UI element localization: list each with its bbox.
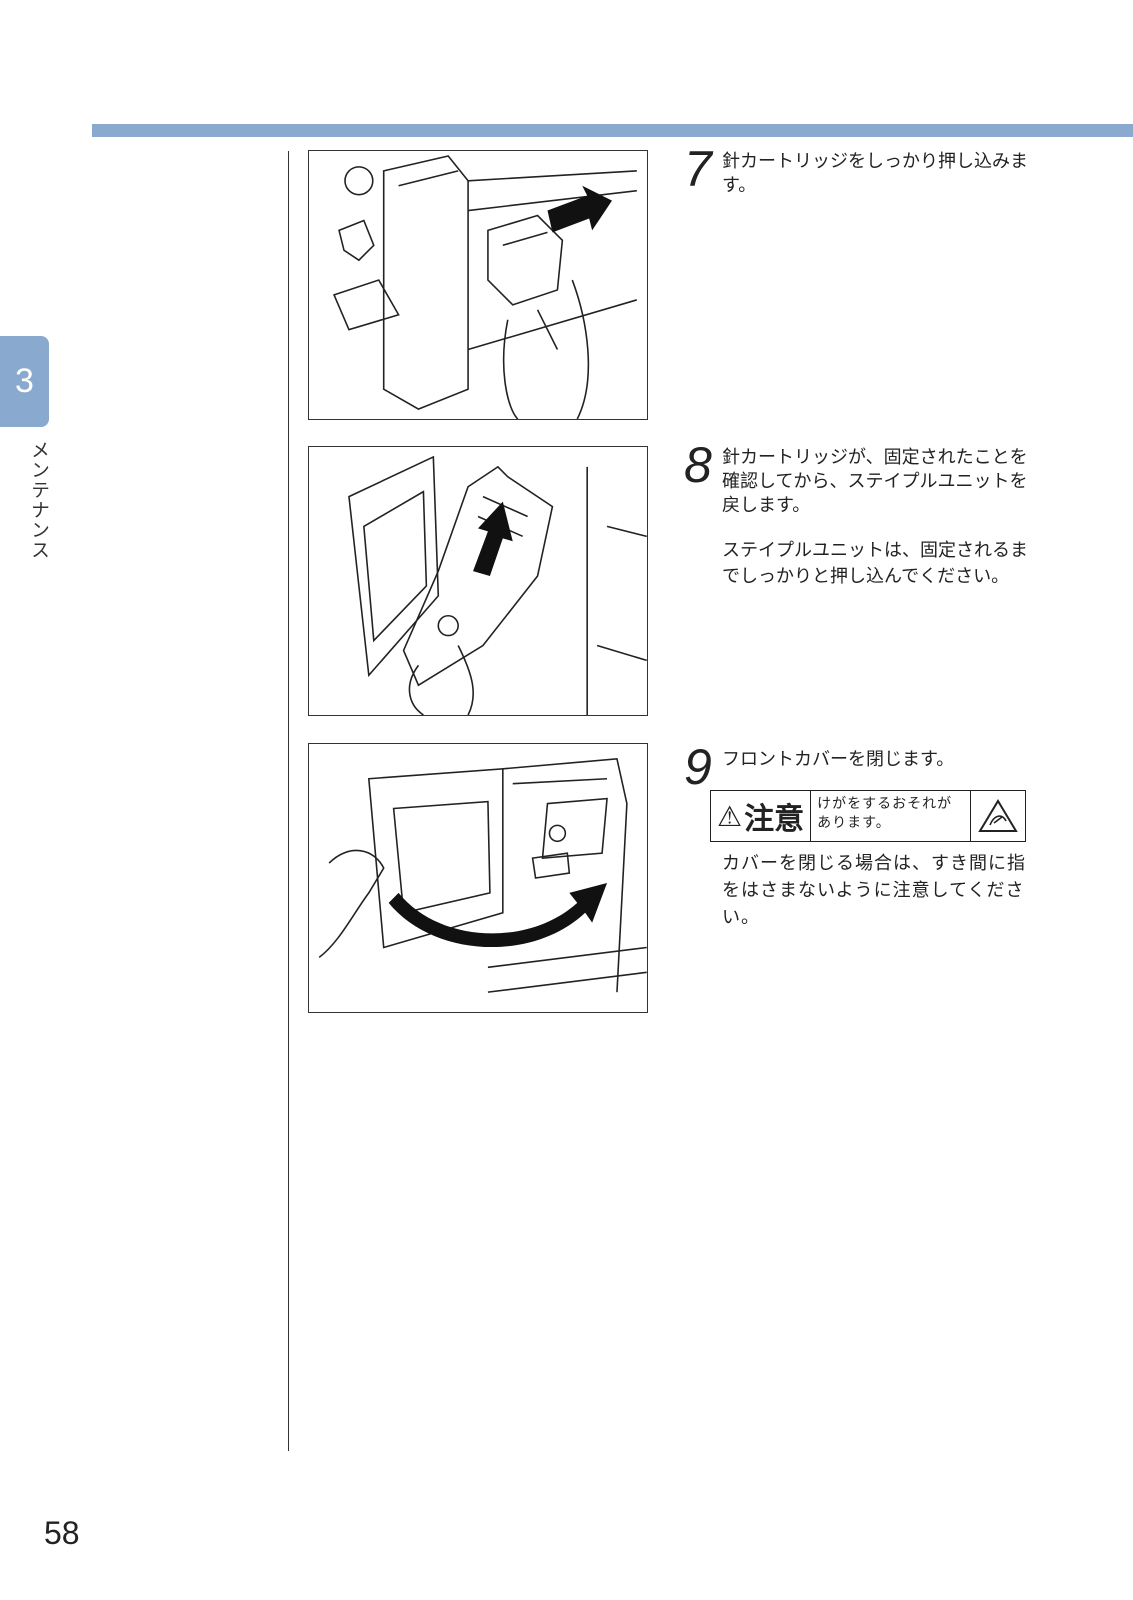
step-instruction: 針カートリッジをしっかり押し込みます。 [722,151,1028,196]
step-number: 9 [684,739,712,795]
warning-triangle-icon: ⚠ [717,799,743,833]
chapter-tab: 3 [0,336,49,427]
figure-return-unit [308,446,648,716]
figure-push-cartridge [308,150,648,420]
step-note: ステイプルユニットは、固定されるまでしっかりと押し込んでください。 [722,540,1028,587]
step-7: 7 針カートリッジをしっかり押し込みます。 [684,144,1034,198]
caution-label: ⚠ 注意 [711,791,812,841]
caution-label-text: 注意 [744,802,805,837]
caution-box: ⚠ 注意 けがをするおそれがあります。 [710,790,1026,842]
step-9: 9 フロントカバーを閉じます。 ⚠ 注意 けがをするおそれがあります。 カバーを… [684,742,1034,931]
staple-unit-illustration [348,455,647,715]
cartridge-illustration [333,155,638,419]
chapter-title: メンテナンス [28,440,50,560]
page-number: 58 [44,1515,80,1551]
chapter-number: 3 [15,362,34,400]
pinch-hazard-icon [971,791,1025,841]
step-number: 7 [684,141,712,197]
header-band [92,124,1133,137]
caution-body: カバーを閉じる場合は、すき間に指をはさまないように注意してください。 [722,853,1026,928]
step-8: 8 針カートリッジが、固定されたことを確認してから、ステイプルユニットを戻します… [684,440,1034,590]
column-divider [288,151,289,1451]
step-instruction: 針カートリッジが、固定されたことを確認してから、ステイプルユニットを戻します。 [722,447,1028,516]
caution-message: けがをするおそれがあります。 [811,791,971,841]
step-number: 8 [684,437,712,493]
step-instruction: フロントカバーを閉じます。 [722,749,955,770]
front-cover-illustration [318,758,647,993]
figure-close-cover [308,743,648,1013]
